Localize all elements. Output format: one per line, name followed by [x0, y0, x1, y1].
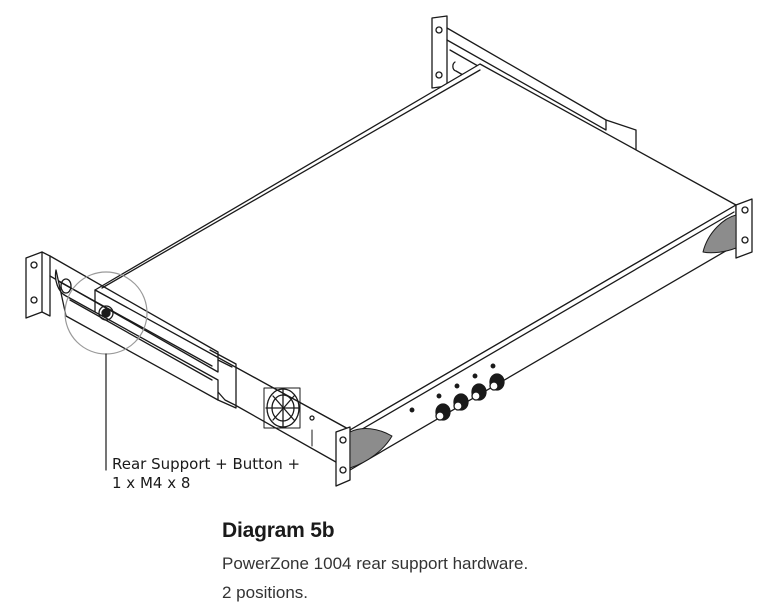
knob-4 [489, 363, 505, 391]
near-rack-ear [25, 251, 51, 319]
rear-support-bracket [49, 255, 237, 409]
rear-support-callout: Rear Support + Button + 1 x M4 x 8 [112, 455, 300, 493]
front-panel-knobs [409, 363, 505, 421]
caption-positions: 2 positions. [222, 583, 308, 602]
fan-grille [263, 387, 301, 429]
caption-title: Diagram 5b [222, 519, 335, 542]
amplifier-rack-illustration [25, 15, 753, 487]
knob-3 [471, 373, 487, 401]
knob-1 [435, 393, 451, 421]
left-rack-ear [335, 426, 393, 487]
support-button [98, 305, 114, 321]
callout-line-2: 1 x M4 x 8 [112, 474, 191, 492]
diagram-caption: Diagram 5b PowerZone 1004 rear support h… [222, 517, 528, 607]
power-indicator [409, 407, 415, 413]
knob-2 [453, 383, 469, 411]
right-rack-ear [702, 198, 753, 259]
caption-description: PowerZone 1004 rear support hardware. [222, 554, 529, 573]
callout-line-1: Rear Support + Button + [112, 455, 301, 473]
